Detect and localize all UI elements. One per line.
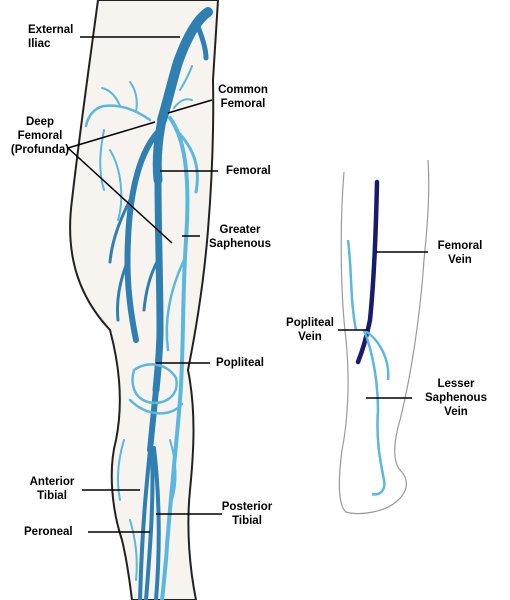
label-anterior-tibial: Anterior Tibial [22,475,82,503]
label-anterior-tibial-line2: Tibial [37,490,67,502]
label-deep-femoral-line1: Deep [25,116,55,128]
label-popliteal-vein: Popliteal Vein [278,316,342,344]
popliteal-vein-line [363,328,390,381]
label-external-iliac-line2: Iliac [28,38,51,50]
deep-branch-1 [108,198,132,264]
label-femoral-vein-line2: Vein [448,254,472,266]
popliteal-vein [147,387,159,453]
leader-common-femoral [167,99,213,114]
label-posterior-tibial-line2: Tibial [232,515,262,527]
label-deep-femoral: Deep Femoral (Profunda) [2,115,78,157]
label-popliteal: Popliteal [216,357,264,369]
leader-deep-femoral-2 [67,147,173,244]
deep-branch-3 [142,258,160,312]
deep-femoral-vein [124,127,163,343]
leg-front-view [69,0,220,600]
label-greater-saphenous: Greater Saphenous [200,223,280,251]
label-external-iliac-line1: External [28,24,74,36]
thigh-branch-4 [99,129,105,191]
iliac-tributary [193,19,209,61]
label-lesser-saphenous-vein-line1: Lesser [437,378,475,390]
calf-branch-3 [129,519,138,581]
knee-plexus-2 [128,398,184,415]
leg-back-view [338,159,430,515]
common-femoral-vein [152,115,167,185]
lesser-saphenous-vein [362,329,386,496]
calf-branch-2 [169,439,177,501]
thigh-branch-3 [129,81,138,113]
label-femoral-vein-line1: Femoral [437,240,483,252]
label-external-iliac: External Iliac [28,23,73,51]
thigh-branch-7 [173,98,193,109]
greater-saphenous-vein [160,116,190,600]
superficial-veins [84,65,199,600]
label-femoral: Femoral [226,165,271,177]
label-greater-saphenous-line2: Saphenous [209,238,271,250]
label-posterior-tibial-line1: Posterior [221,501,273,513]
knee-plexus [131,363,178,405]
label-lesser-saphenous-vein-line2: Saphenous [425,392,487,404]
anterior-tibial-vein [138,448,152,600]
saphenous-tributary-1 [174,128,199,194]
thigh-branch-2 [101,87,121,107]
thigh-branch-6 [179,65,193,91]
label-lesser-saphenous-vein-line3: Vein [444,406,468,418]
saphenous-tributary-2 [165,258,186,352]
label-anterior-tibial-line1: Anterior [29,476,75,488]
label-posterior-tibial: Posterior Tibial [214,500,280,528]
label-greater-saphenous-line1: Greater [219,224,261,236]
thigh-branch-5 [109,149,123,221]
label-deep-femoral-line2: Femoral [17,130,63,142]
femoral-vein [152,176,164,394]
small-saphenous-branch [346,239,358,331]
leader-lines [67,36,428,533]
label-common-femoral-line2: Femoral [220,98,266,110]
femoral-vein-dark [355,179,380,365]
leg-back-outline [338,159,430,515]
calf-branch-1 [116,439,125,501]
label-femoral-vein: Femoral Vein [432,239,488,267]
label-peroneal: Peroneal [24,526,73,538]
leader-deep-femoral-1 [67,121,156,149]
peroneal-vein [144,448,155,600]
label-popliteal-vein-line1: Popliteal [286,317,334,329]
deep-branch-2 [116,258,130,322]
thigh-branch-1 [84,104,152,128]
label-deep-femoral-line3: (Profunda) [10,144,70,156]
label-common-femoral-line1: Common [218,84,268,96]
label-lesser-saphenous-vein: Lesser Saphenous Vein [416,377,496,419]
label-common-femoral: Common Femoral [208,83,278,111]
posterior-tibial-vein [152,446,161,600]
label-popliteal-vein-line2: Vein [298,331,322,343]
